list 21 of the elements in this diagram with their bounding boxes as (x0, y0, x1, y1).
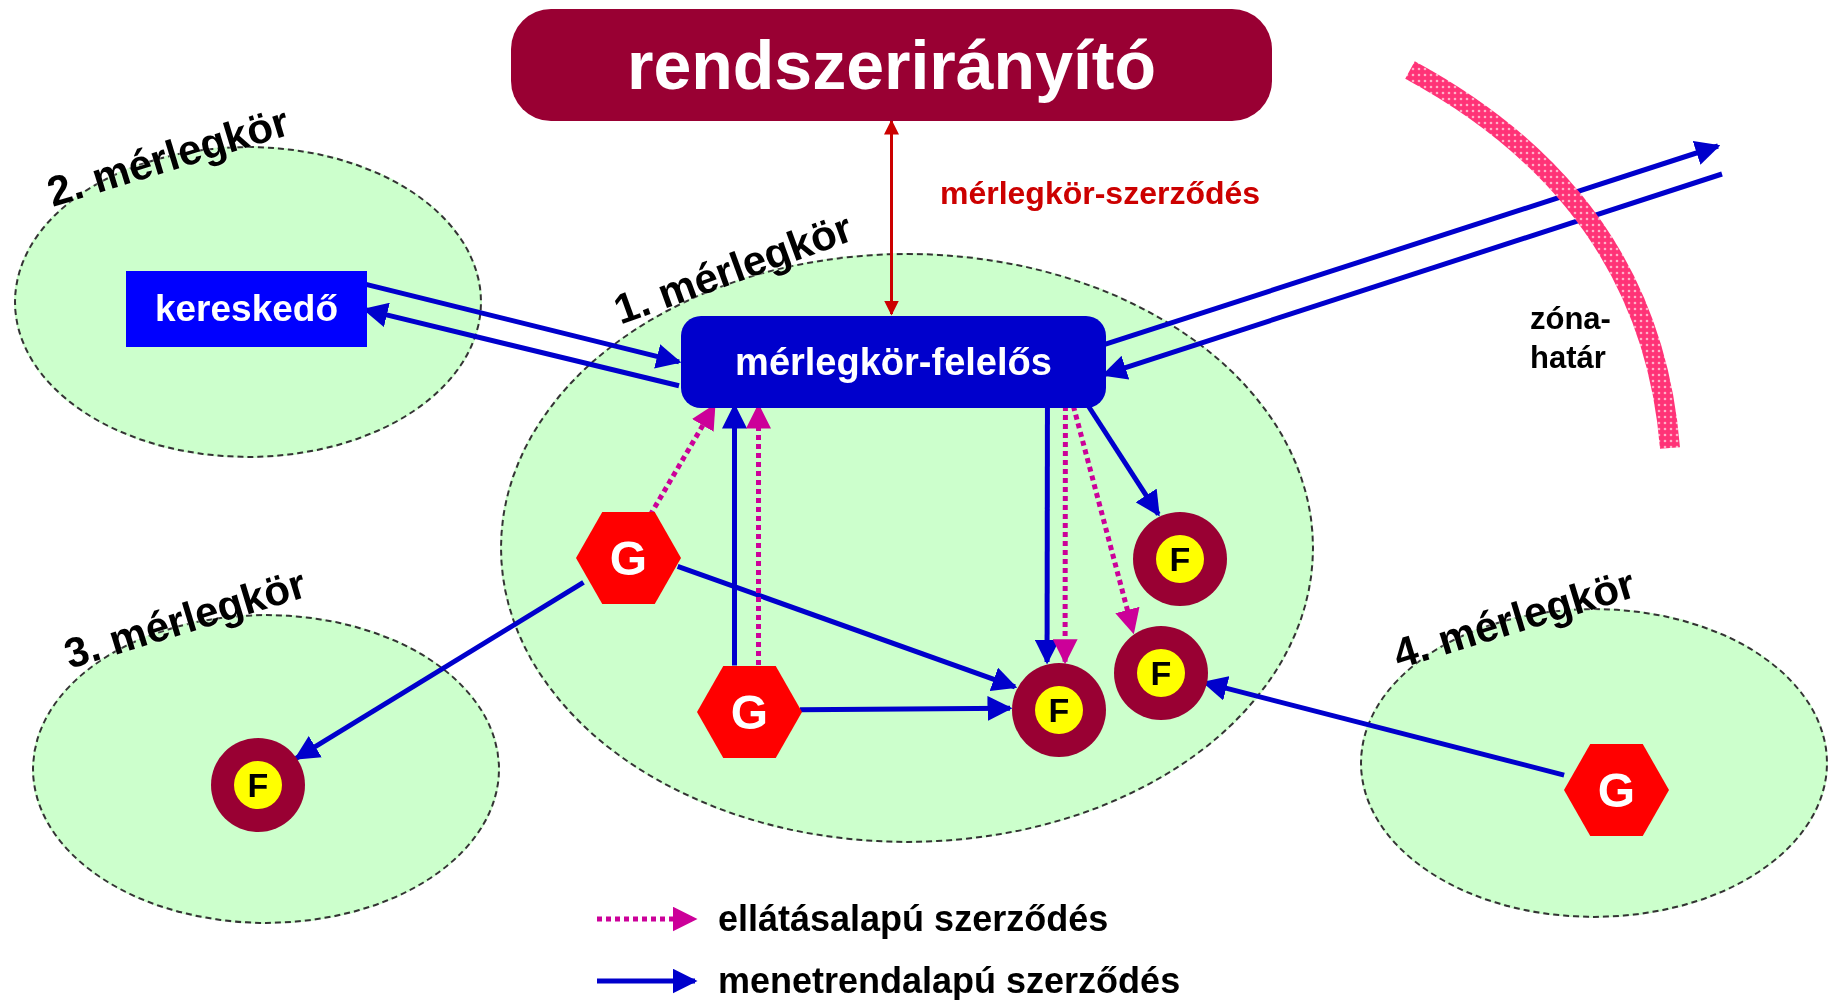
legend-text: ellátásalapú szerződés (718, 898, 1109, 940)
trader-box: kereskedő (126, 271, 367, 347)
arrow (293, 580, 585, 761)
system-operator-box: rendszerirányító (511, 9, 1272, 121)
node-letter: F (234, 761, 282, 809)
node-letter: G (730, 684, 769, 740)
arrow (676, 563, 1018, 692)
dotted-arrow (1052, 406, 1078, 665)
node-letter: G (609, 530, 648, 586)
node-letter: F (1035, 686, 1083, 734)
arrow (884, 119, 899, 316)
arrow (800, 695, 1013, 721)
responsible-party-box: mérlegkör-felelős (681, 316, 1106, 408)
node-letter: F (1137, 649, 1185, 697)
arrow (1103, 141, 1721, 348)
node-letter: G (1597, 762, 1636, 818)
arrow (364, 281, 682, 369)
dotted-arrow (1070, 405, 1140, 635)
zone-label: zóna- határ (1530, 300, 1612, 377)
node-letter: F (1156, 535, 1204, 583)
legend-text: menetrendalapú szerződés (718, 960, 1181, 1000)
